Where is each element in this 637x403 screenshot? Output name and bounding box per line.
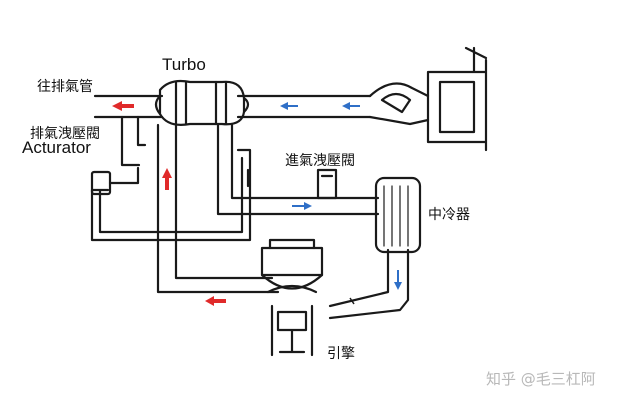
turbo-label: Turbo	[162, 55, 206, 74]
relief-valve-body	[316, 168, 338, 200]
intake-flow-arrow	[292, 202, 312, 210]
engine-block	[260, 246, 324, 277]
exhaust-outlet-pipe	[93, 94, 164, 119]
intercooler-label: 中冷器	[428, 207, 470, 223]
intake-flow-arrow	[394, 270, 402, 290]
actuator-label: Acturator	[22, 138, 91, 157]
intake-relief-valve-label: 進氣洩壓閥	[285, 153, 355, 169]
exhaust-flow-arrow	[162, 168, 172, 190]
actuator-line	[90, 148, 252, 242]
intercooler	[374, 176, 422, 254]
engine-label: 引擎	[327, 346, 355, 362]
intake-charge-pipe	[216, 123, 380, 216]
exhaust-flow-arrow	[205, 296, 226, 306]
turbo-housing	[158, 79, 246, 126]
wastegate-bypass-pipe	[120, 115, 147, 167]
intercooler-to-engine-pipe	[328, 248, 410, 320]
watermark: 知乎 @毛三杠阿	[486, 370, 596, 388]
intake-flow-arrow	[280, 102, 298, 110]
air-filter-box	[426, 46, 488, 152]
compressor-inlet-pipe	[236, 94, 372, 119]
piston	[276, 310, 308, 354]
wastegate-label: 排氣洩壓閥	[30, 126, 100, 142]
engine-cylinder	[266, 284, 318, 357]
exhaust-flow-arrow	[112, 101, 134, 111]
exhaust-manifold-pipe	[156, 123, 280, 294]
intake-flow-arrow	[342, 102, 360, 110]
exhaust-pipe-label: 往排氣管	[37, 79, 93, 95]
